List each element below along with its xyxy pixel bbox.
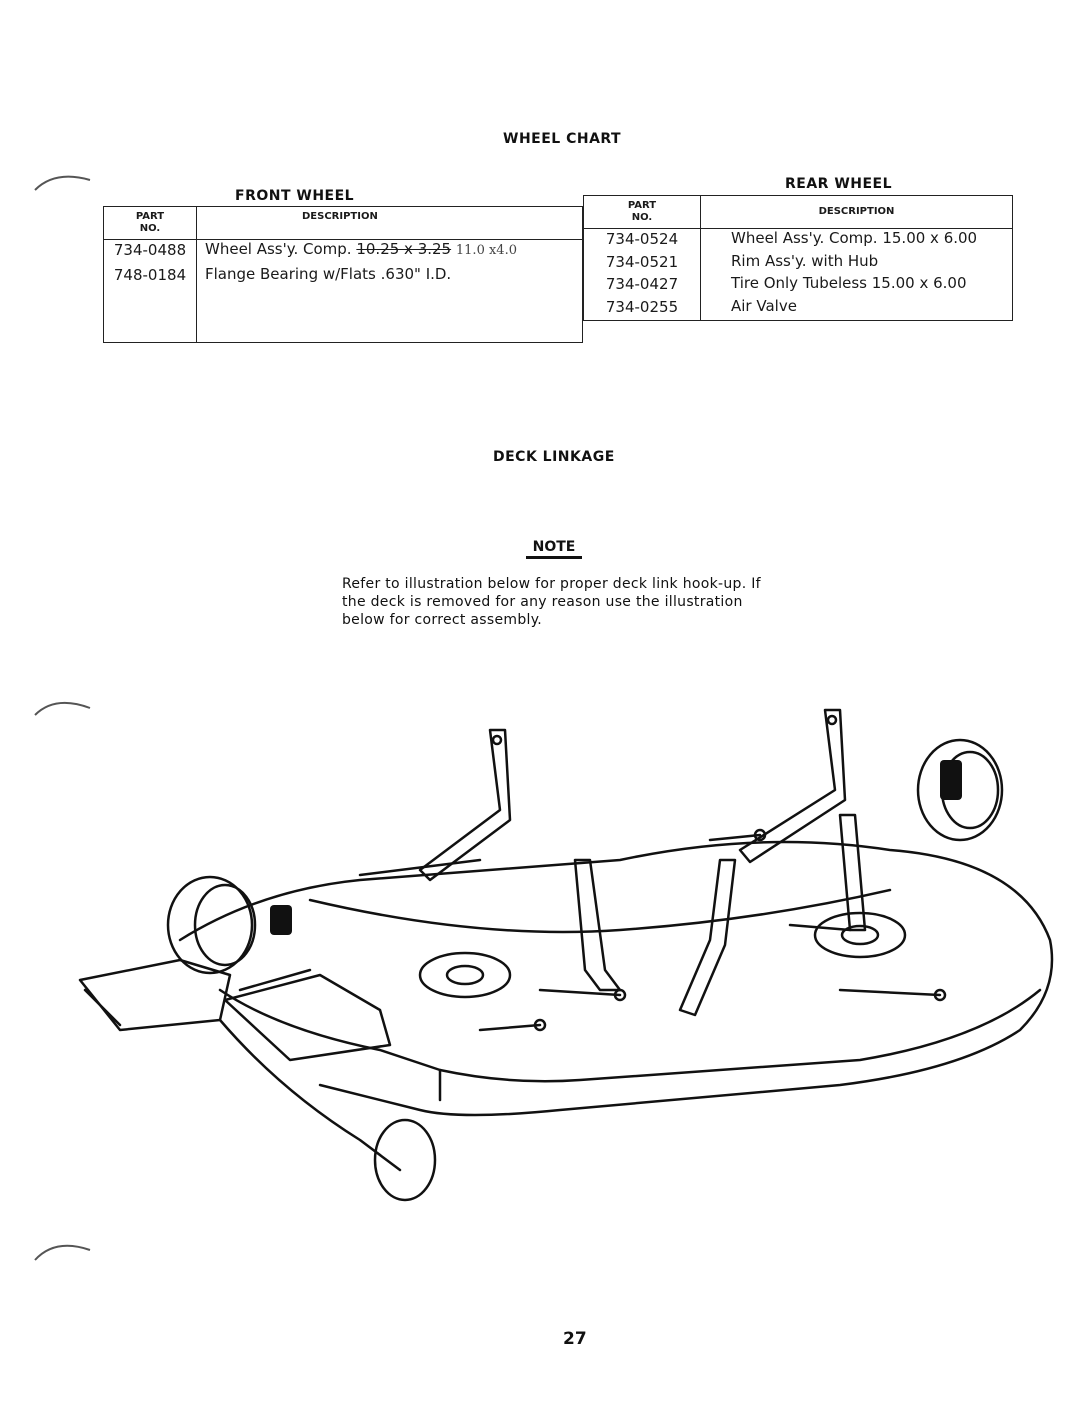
deck-linkage-title: DECK LINKAGE <box>493 449 615 465</box>
part-number: 734-0255 <box>583 297 701 322</box>
table-row: 734-0255 Air Valve <box>583 297 1013 322</box>
part-number: 734-0524 <box>583 228 701 252</box>
part-description: Flange Bearing w/Flats .630" I.D. <box>196 264 583 343</box>
table-row: 734-0521 Rim Ass'y. with Hub <box>583 251 1013 275</box>
table-row: 734-0488 Wheel Ass'y. Comp. 10.25 x 3.25… <box>103 239 583 265</box>
margin-mark <box>34 175 91 191</box>
part-description: Rim Ass'y. with Hub <box>700 251 1013 275</box>
part-number: 734-0427 <box>583 274 701 298</box>
lift-link-center <box>573 858 622 992</box>
column-header-part-no: PART NO. <box>103 206 197 240</box>
table-row: 748-0184 Flange Bearing w/Flats .630" I.… <box>103 264 583 343</box>
mower-deck-outline <box>178 840 1054 1117</box>
discharge-chute <box>78 958 232 1032</box>
note-text: Refer to illustration below for proper d… <box>342 576 761 628</box>
column-header-description: DESCRIPTION <box>196 206 583 240</box>
part-description: Wheel Ass'y. Comp. 10.25 x 3.25 11.0 x4.… <box>196 239 583 265</box>
table-row: 734-0524 Wheel Ass'y. Comp. 15.00 x 6.00 <box>583 228 1013 252</box>
front-wheel-table: PART NO. DESCRIPTION 734-0488 Wheel Ass'… <box>103 206 583 343</box>
lift-link-right <box>738 708 847 864</box>
table-row: 734-0427 Tire Only Tubeless 15.00 x 6.00 <box>583 274 1013 298</box>
column-header-part-no: PART NO. <box>583 195 701 229</box>
gauge-wheel <box>373 1118 437 1202</box>
right-wheel <box>916 738 1004 842</box>
rear-wheel-table: PART NO. DESCRIPTION 734-0524 Wheel Ass'… <box>583 195 1013 322</box>
deck-linkage-illustration <box>78 708 1054 1202</box>
part-description: Tire Only Tubeless 15.00 x 6.00 <box>700 274 1013 298</box>
spindle-pulley-left <box>418 951 512 999</box>
note-title: NOTE <box>526 539 582 559</box>
part-number: 734-0521 <box>583 251 701 275</box>
front-bracket <box>223 973 392 1062</box>
lift-link-rear <box>838 813 867 932</box>
wheel-chart-title: WHEEL CHART <box>503 131 622 147</box>
part-description: Wheel Ass'y. Comp. 15.00 x 6.00 <box>700 228 1013 252</box>
margin-mark <box>34 701 91 716</box>
margin-mark <box>34 1244 91 1261</box>
column-header-description: DESCRIPTION <box>700 195 1013 229</box>
spindle-pulley-right <box>813 911 907 959</box>
part-number: 734-0488 <box>103 239 197 265</box>
handwritten-correction: 11.0 x4.0 <box>455 243 517 258</box>
part-description: Air Valve <box>700 297 1013 322</box>
rear-wheel-heading: REAR WHEEL <box>785 176 893 192</box>
left-wheel <box>166 875 254 975</box>
lift-link-left <box>418 728 512 882</box>
part-number: 748-0184 <box>103 264 197 343</box>
page-number: 27 <box>563 1329 587 1349</box>
struck-size: 10.25 x 3.25 <box>356 240 452 258</box>
front-wheel-heading: FRONT WHEEL <box>235 188 355 204</box>
